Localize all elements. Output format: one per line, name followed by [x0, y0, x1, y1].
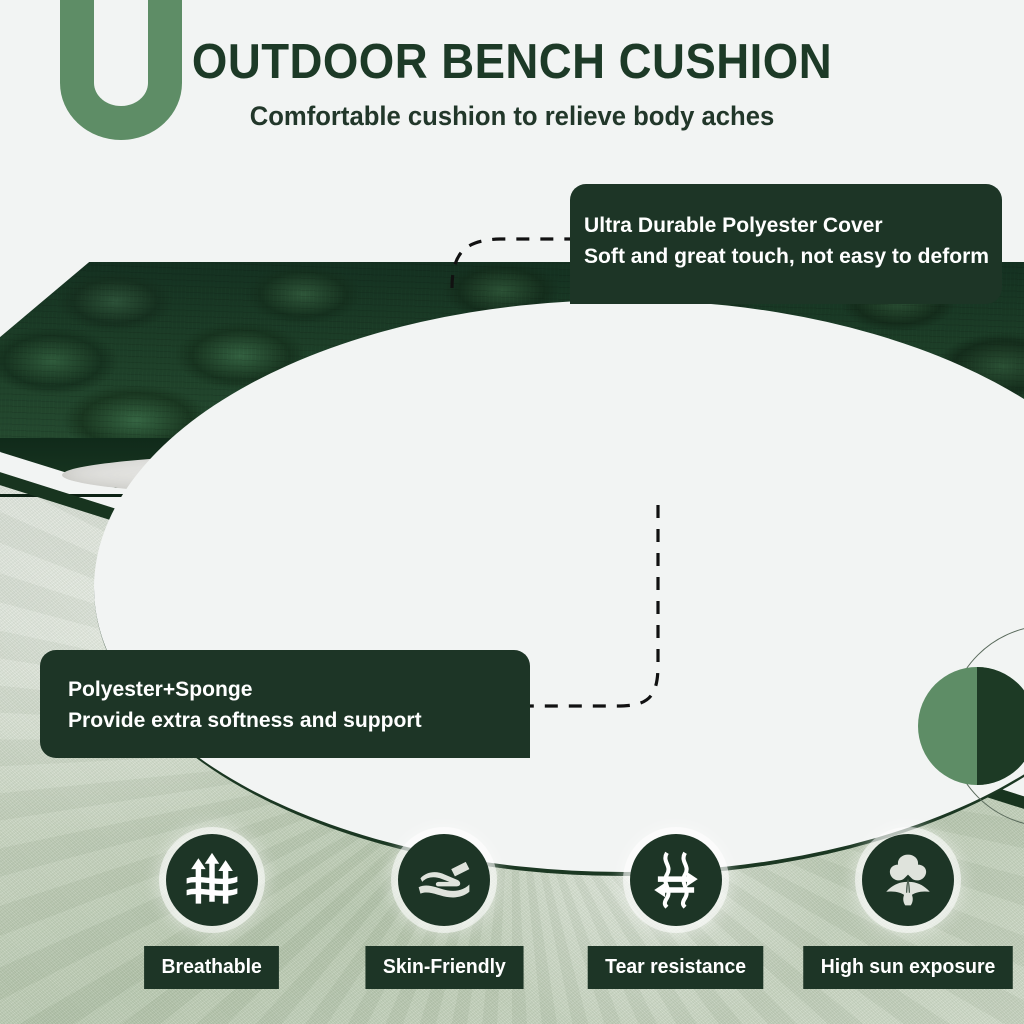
- feature-badge-row: Breathable Skin-Friendly: [0, 834, 1024, 1010]
- feature-breathable: Breathable: [96, 834, 328, 1010]
- feature-label-breathable: Breathable: [144, 946, 280, 989]
- feature-label-high-sun-exposure: High sun exposure: [803, 946, 1013, 989]
- cotton-flower-icon: [862, 834, 954, 926]
- feature-high-sun-exposure: High sun exposure: [792, 834, 1024, 1010]
- feature-label-tear-resistance: Tear resistance: [588, 946, 764, 989]
- callout-cover-line2: Soft and great touch, not easy to deform: [584, 243, 990, 268]
- callout-sponge-line2: Provide extra softness and support: [68, 707, 422, 732]
- feature-tear-resistance: Tear resistance: [560, 834, 792, 1010]
- tear-resistance-arrows-icon: [630, 834, 722, 926]
- breathable-arrows-icon: [166, 834, 258, 926]
- callout-polyester-cover: Ultra Durable Polyester Cover Soft and g…: [570, 184, 1002, 304]
- feature-skin-friendly: Skin-Friendly: [328, 834, 560, 1010]
- callout-polyester-sponge: Polyester+Sponge Provide extra softness …: [40, 650, 530, 758]
- callout-cover-line1: Ultra Durable Polyester Cover: [584, 213, 883, 237]
- hand-fabric-icon: [398, 834, 490, 926]
- callout-sponge-line1: Polyester+Sponge: [68, 677, 253, 701]
- feature-label-skin-friendly: Skin-Friendly: [365, 946, 523, 989]
- brand-u-logo: [60, 0, 182, 140]
